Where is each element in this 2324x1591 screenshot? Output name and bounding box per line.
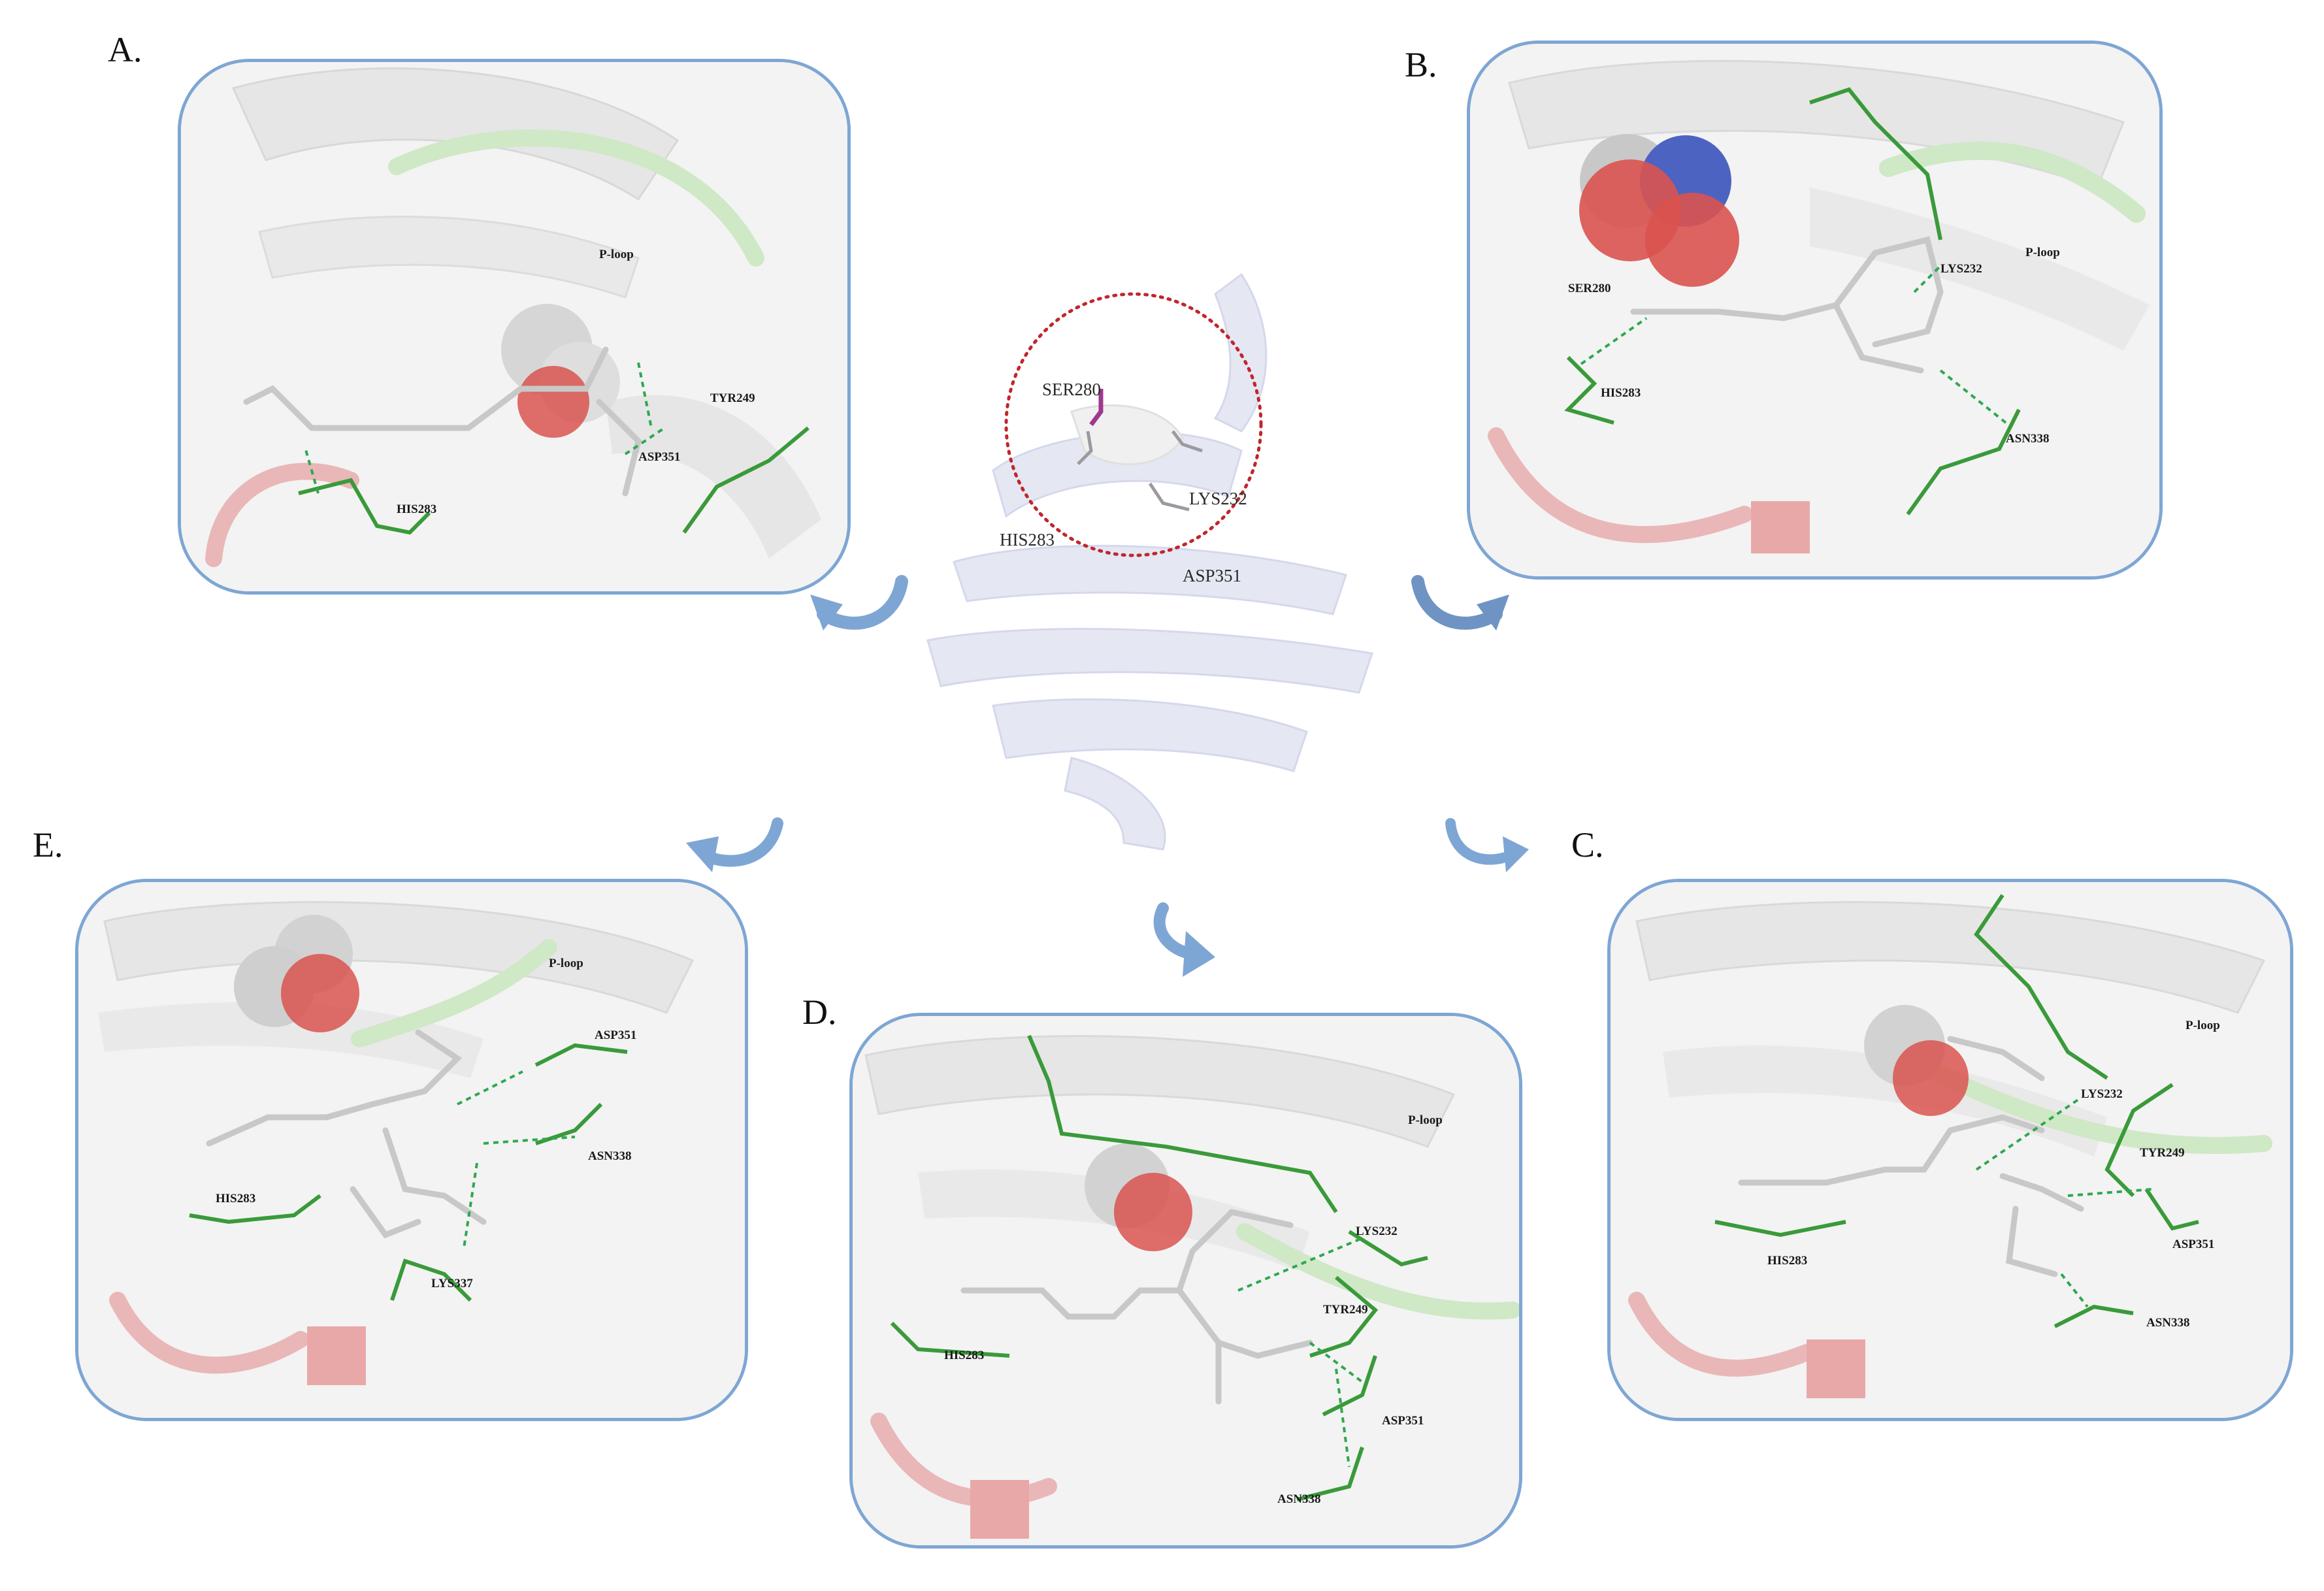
arrow-to-e: [686, 817, 783, 872]
arrow-to-d: [1153, 902, 1215, 977]
panel-label-b: B.: [1405, 45, 1437, 84]
residue-label: HIS283: [1601, 386, 1641, 400]
residue-label: ASP351: [2172, 1238, 2214, 1251]
center-residue-label: SER280: [1042, 380, 1101, 399]
center-protein: SER280 LYS232 HIS283 ASP351: [926, 272, 1373, 851]
ploop-label: P-loop: [2025, 246, 2060, 259]
panel-d-structure: P-loop LYS232 TYR249 HIS283 ASP351 ASN33…: [853, 1016, 1519, 1545]
panel-c-structure: P-loop LYS232 TYR249 ASP351 HIS283 ASN33…: [1611, 882, 2290, 1418]
panel-b-structure: P-loop SER280 LYS232 HIS283 ASN338: [1470, 44, 2159, 576]
center-residue-label: ASP351: [1183, 566, 1241, 585]
arrow-to-c: [1445, 818, 1529, 872]
ploop-label: P-loop: [2185, 1019, 2220, 1032]
panel-label-a: A.: [108, 30, 142, 69]
residue-label: ASP351: [595, 1028, 636, 1042]
residue-label: LYS337: [431, 1277, 473, 1290]
residue-label: HIS283: [397, 502, 436, 516]
residue-label: TYR249: [710, 391, 755, 405]
center-residue-label: LYS232: [1189, 489, 1247, 508]
residue-label: TYR249: [1323, 1303, 1368, 1317]
residue-label: ASN338: [588, 1149, 632, 1163]
arrow-to-a: [810, 575, 908, 631]
panel-c: P-loop LYS232 TYR249 ASP351 HIS283 ASN33…: [1607, 879, 2293, 1421]
panel-d: P-loop LYS232 TYR249 HIS283 ASP351 ASN33…: [849, 1013, 1522, 1549]
panel-label-c: C.: [1571, 825, 1604, 864]
residue-label: ASP351: [638, 450, 680, 464]
residue-label: ASN338: [2146, 1316, 2190, 1330]
residue-label: HIS283: [944, 1349, 984, 1362]
panel-b: P-loop SER280 LYS232 HIS283 ASN338: [1467, 41, 2163, 580]
ploop-label: P-loop: [1408, 1113, 1443, 1127]
panel-label-e: E.: [33, 825, 63, 864]
residue-label: LYS232: [2081, 1087, 2123, 1101]
residue-label: LYS232: [1940, 262, 1982, 276]
panel-label-d: D.: [802, 992, 837, 1032]
residue-label: ASP351: [1382, 1414, 1424, 1428]
residue-label: SER280: [1568, 282, 1611, 295]
residue-label: ASN338: [2006, 432, 2050, 446]
ploop-label: P-loop: [549, 957, 583, 970]
residue-label: TYR249: [2140, 1146, 2185, 1160]
residue-label: LYS232: [1356, 1224, 1398, 1238]
residue-label: HIS283: [216, 1192, 255, 1206]
residue-label: ASN338: [1277, 1492, 1321, 1506]
panel-e-structure: P-loop ASP351 ASN338 HIS283 LYS337: [78, 882, 745, 1418]
residue-label: HIS283: [1767, 1254, 1807, 1268]
panel-a: P-loop TYR249 ASP351 HIS283: [178, 59, 851, 595]
panel-a-structure: P-loop TYR249 ASP351 HIS283: [181, 62, 847, 591]
arrow-to-b: [1411, 575, 1509, 631]
binding-site-circle: [1004, 292, 1263, 557]
panel-e: P-loop ASP351 ASN338 HIS283 LYS337: [75, 879, 748, 1421]
ploop-label: P-loop: [599, 248, 634, 261]
center-residue-label: HIS283: [1000, 530, 1055, 549]
